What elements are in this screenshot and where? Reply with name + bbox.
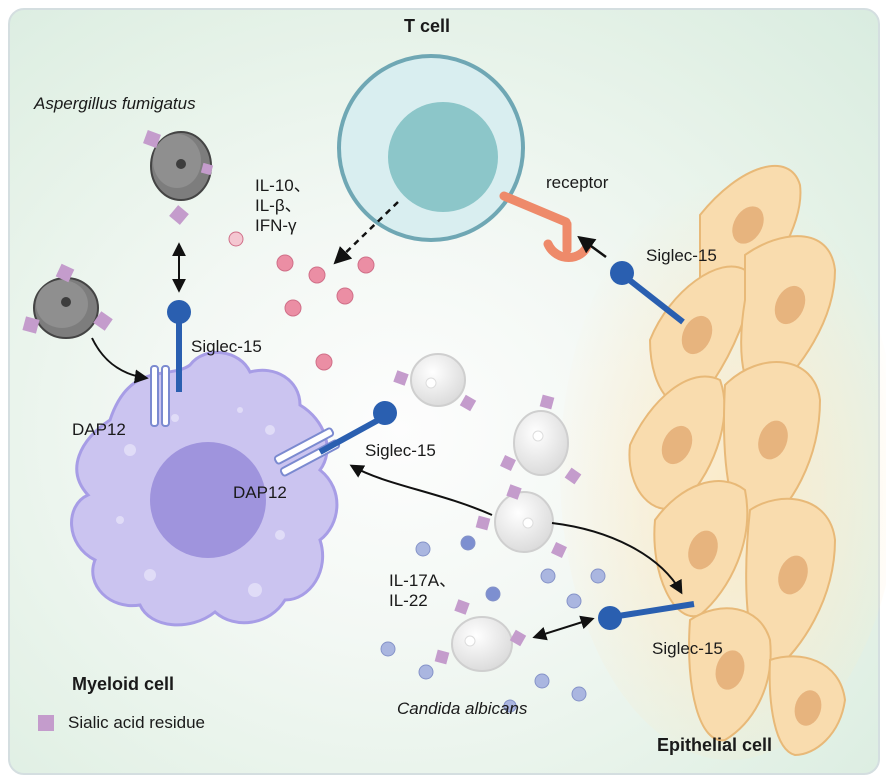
siglec15-epithelial-bottom-icon <box>598 601 695 630</box>
sialic-acid-residues <box>393 370 582 665</box>
receptor-label: receptor <box>546 173 609 192</box>
t-cell-label: T cell <box>404 16 451 36</box>
cytokines-blue <box>380 535 606 713</box>
myeloid-cell <box>70 350 339 627</box>
candida-yeasts <box>410 353 569 672</box>
siglec15-myeloid-right-label: Siglec-15 <box>365 441 436 460</box>
aspergillus-spore-left <box>22 263 113 339</box>
epithelial-cell-label: Epithelial cell <box>657 735 773 755</box>
cytokine-il17a: IL-17A、 <box>389 571 457 590</box>
legend-sialic-label: Sialic acid residue <box>68 713 206 732</box>
candida-label: Candida albicans <box>397 699 528 718</box>
cytokines-top-label: IL-10、 IL-β、 IFN-γ <box>255 176 311 236</box>
legend-sialic-swatch <box>38 715 54 731</box>
siglec15-epithelial-top-icon <box>610 261 685 325</box>
myeloid-cell-label: Myeloid cell <box>72 674 175 694</box>
arrows <box>91 201 683 641</box>
siglec15-epi-bottom-label: Siglec-15 <box>652 639 723 658</box>
cytokine-ilb: IL-β、 <box>255 196 302 215</box>
aspergillus-label: Aspergillus fumigatus <box>34 94 196 113</box>
cytokine-il10: IL-10、 <box>255 176 311 195</box>
cytokines-bottom-label: IL-17A、 IL-22 <box>389 571 456 611</box>
dap12-right-label: DAP12 <box>233 483 287 502</box>
t-cell <box>337 54 525 242</box>
cytokines-pink <box>228 231 375 371</box>
siglec15-myeloid-top-icon <box>167 300 191 392</box>
epithelial-nuclei <box>661 206 822 726</box>
cytokine-ifng: IFN-γ <box>255 216 297 235</box>
t-cell-receptor <box>499 191 593 262</box>
dap12-left-icon <box>150 365 170 427</box>
candida-highlights <box>425 377 544 647</box>
cytokine-il22: IL-22 <box>389 591 428 610</box>
dap12-left-label: DAP12 <box>72 420 126 439</box>
aspergillus-spore-top <box>143 130 214 225</box>
siglec15-myeloid-right-icon <box>318 401 397 455</box>
myeloid-nucleus <box>150 442 266 558</box>
siglec15-epi-top-label: Siglec-15 <box>646 246 717 265</box>
siglec15-myeloid-top-label: Siglec-15 <box>191 337 262 356</box>
